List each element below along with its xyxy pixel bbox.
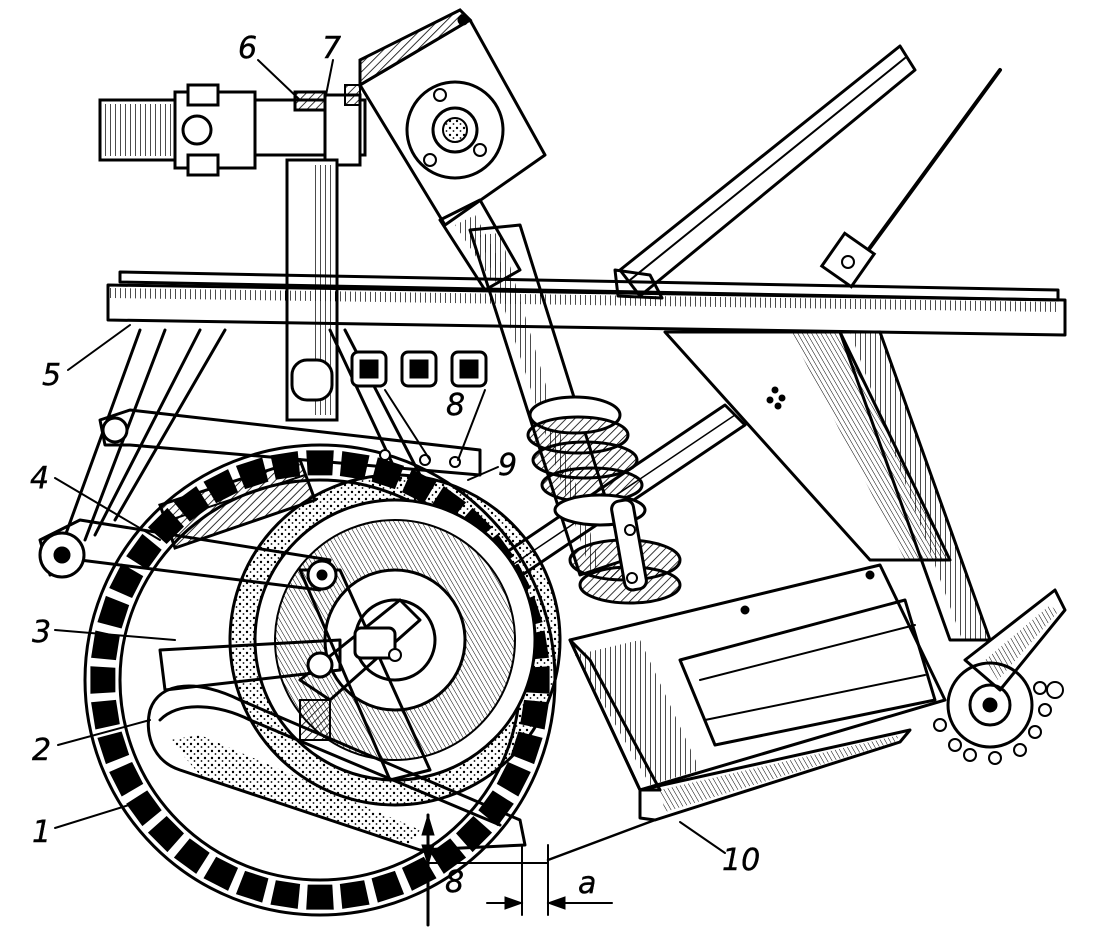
leader-8-top-b bbox=[457, 389, 486, 461]
drum-slot bbox=[203, 856, 239, 891]
wheel-arms bbox=[158, 568, 432, 782]
pto-shaft bbox=[98, 83, 367, 177]
callout-a: a bbox=[578, 866, 596, 901]
callout-8-top: 8 bbox=[446, 388, 465, 423]
callout-4: 4 bbox=[30, 461, 49, 496]
coulter-shoe bbox=[146, 684, 527, 852]
leader-2 bbox=[57, 719, 151, 746]
suspension-struts bbox=[58, 328, 422, 552]
drum-slot bbox=[126, 533, 162, 570]
drum-slot bbox=[496, 761, 531, 797]
vertical-post bbox=[285, 158, 339, 422]
leader-9 bbox=[467, 466, 499, 481]
dimension-marks bbox=[419, 813, 613, 927]
callout-6: 6 bbox=[238, 31, 257, 66]
callout-1: 1 bbox=[32, 815, 51, 850]
control-rod bbox=[819, 68, 1002, 289]
drum-slot bbox=[173, 838, 210, 874]
drum-slot bbox=[456, 816, 493, 853]
callout-9: 9 bbox=[498, 448, 517, 483]
drum-wheel bbox=[83, 443, 562, 917]
callout-10: 10 bbox=[722, 843, 760, 878]
drum-slot bbox=[97, 731, 130, 765]
hopper-box bbox=[568, 563, 947, 792]
skid-plate bbox=[546, 728, 912, 862]
leader-5 bbox=[67, 324, 131, 371]
drum-slot bbox=[147, 816, 184, 853]
drum-slot bbox=[91, 699, 120, 730]
adjustment-holes bbox=[350, 350, 488, 388]
drum-slot bbox=[90, 666, 116, 694]
sprocket bbox=[933, 588, 1067, 765]
upper-diagonal-tube bbox=[618, 44, 917, 298]
callout-5: 5 bbox=[42, 358, 61, 393]
leader-4 bbox=[54, 477, 161, 541]
leader-6 bbox=[257, 59, 301, 101]
drum-slot bbox=[235, 870, 269, 903]
drum-slot bbox=[306, 450, 334, 476]
callout-2: 2 bbox=[32, 733, 51, 768]
drum-slot bbox=[97, 595, 130, 629]
main-beam bbox=[106, 268, 1067, 337]
sprocket-teeth bbox=[933, 681, 1052, 765]
leader-10 bbox=[679, 821, 726, 854]
gearbox bbox=[358, 8, 547, 292]
leader-3 bbox=[54, 629, 176, 641]
drum-slot bbox=[339, 880, 370, 909]
drum-slot bbox=[270, 880, 301, 909]
drum-slot bbox=[306, 884, 334, 910]
callout-7: 7 bbox=[322, 31, 341, 66]
drum-slot bbox=[371, 870, 405, 903]
shock-absorber bbox=[468, 223, 682, 605]
leader-7 bbox=[324, 59, 334, 101]
callout-3: 3 bbox=[32, 615, 51, 650]
leader-1 bbox=[54, 799, 146, 829]
drum-slot bbox=[91, 630, 120, 661]
callout-8-bottom: 8 bbox=[445, 865, 464, 900]
lower-lever bbox=[38, 518, 338, 592]
leader-8-top bbox=[384, 389, 431, 461]
drum-slot bbox=[109, 563, 144, 599]
drum-slot bbox=[109, 761, 144, 797]
drum-slot bbox=[126, 790, 162, 827]
leader-lines bbox=[54, 59, 726, 854]
right-frame-plate bbox=[663, 330, 992, 642]
